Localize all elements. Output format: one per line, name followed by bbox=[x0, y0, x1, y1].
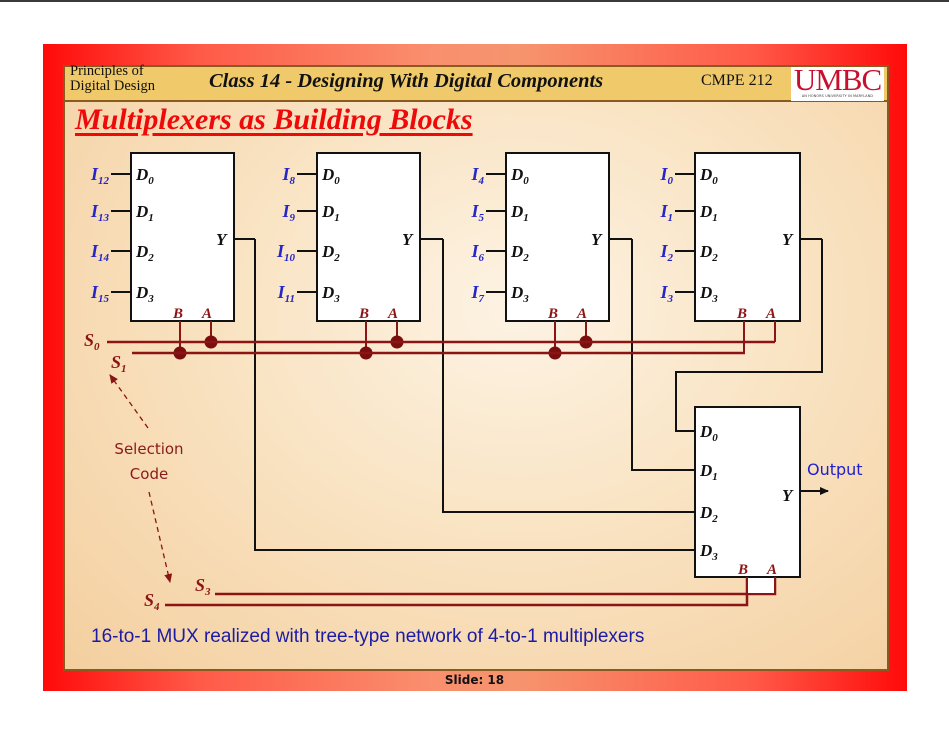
annotation-arrow-up-icon bbox=[109, 374, 149, 429]
data-pin-label: D2 bbox=[135, 242, 154, 264]
annotation-line1: Selection bbox=[114, 440, 183, 458]
input-label: I2 bbox=[659, 241, 673, 264]
data-pin-label: D3 bbox=[510, 283, 529, 305]
input-label: I1 bbox=[659, 201, 673, 224]
input-label: I3 bbox=[659, 282, 673, 305]
mux-box bbox=[316, 152, 421, 322]
output-pin-label: Y bbox=[591, 230, 603, 249]
input-label: I7 bbox=[470, 282, 484, 305]
input-label: I11 bbox=[277, 282, 295, 305]
s4-line bbox=[165, 577, 749, 607]
header-bar bbox=[63, 65, 889, 102]
wire-mux2-to-d2 bbox=[442, 239, 695, 513]
s4-label: S4 bbox=[144, 590, 160, 613]
input-label: I12 bbox=[90, 164, 110, 187]
data-pin-label: D0 bbox=[135, 165, 154, 187]
data-pin-label: D2 bbox=[699, 242, 718, 264]
data-pin-label: D3 bbox=[699, 283, 718, 305]
course-name-line1: Principles of bbox=[70, 63, 144, 79]
select-pin-b-label: B bbox=[358, 306, 369, 322]
select-pin-a-label: A bbox=[576, 306, 587, 322]
data-pin-label: D3 bbox=[321, 283, 340, 305]
select-pin-b-label: B bbox=[172, 306, 183, 322]
input-label: I10 bbox=[276, 241, 296, 264]
slide-caption: 16-to-1 MUX realized with tree-type netw… bbox=[91, 626, 645, 647]
input-label: I0 bbox=[659, 164, 673, 187]
data-pin-label: D0 bbox=[699, 422, 718, 444]
input-label: I13 bbox=[90, 201, 110, 224]
output-pin-label: Y bbox=[402, 230, 414, 249]
output-label: Output bbox=[807, 460, 863, 479]
data-pin-label: D2 bbox=[699, 503, 718, 525]
data-pin-label: D3 bbox=[135, 283, 154, 305]
select-pin-b-label: B bbox=[736, 306, 747, 322]
select-pin-b-label: B bbox=[737, 562, 748, 578]
output-pin-label: Y bbox=[782, 486, 794, 505]
logo-tagline: AN HONORS UNIVERSITY IN MARYLAND bbox=[801, 94, 874, 98]
input-label: I8 bbox=[281, 164, 295, 187]
mux-box bbox=[130, 152, 235, 322]
input-label: I15 bbox=[90, 282, 110, 305]
data-pin-label: D1 bbox=[510, 202, 529, 224]
wire-mux3-to-d1 bbox=[631, 239, 695, 471]
course-name-line2: Digital Design bbox=[70, 78, 155, 94]
course-name: Principles of Digital Design bbox=[70, 64, 155, 94]
course-code: CMPE 212 bbox=[701, 72, 773, 89]
annotation-arrow-down-icon bbox=[148, 491, 173, 583]
data-pin-label: D0 bbox=[321, 165, 340, 187]
data-pin-label: D1 bbox=[321, 202, 340, 224]
mux-box bbox=[694, 406, 801, 578]
s3-line bbox=[215, 577, 777, 596]
data-pin-label: D1 bbox=[699, 202, 718, 224]
logo-text: UMBC bbox=[793, 62, 882, 97]
output-pin-label: Y bbox=[216, 230, 228, 249]
input-label: I14 bbox=[90, 241, 110, 264]
data-pin-label: D0 bbox=[510, 165, 529, 187]
select-layer bbox=[107, 321, 777, 607]
data-pin-label: D0 bbox=[699, 165, 718, 187]
data-pin-label: D2 bbox=[510, 242, 529, 264]
top-border bbox=[0, 0, 949, 2]
class-title: Class 14 - Designing With Digital Compon… bbox=[209, 70, 604, 92]
select-pin-a-label: A bbox=[766, 562, 777, 578]
s0-label: S0 bbox=[84, 330, 100, 353]
wire-mux4-to-d0 bbox=[675, 239, 823, 432]
input-label: I5 bbox=[470, 201, 484, 224]
mux-box bbox=[505, 152, 610, 322]
data-pin-label: D1 bbox=[135, 202, 154, 224]
select-pin-a-label: A bbox=[765, 306, 776, 322]
select-pin-a-label: A bbox=[201, 306, 212, 322]
input-label: I4 bbox=[470, 164, 484, 187]
s1-label: S1 bbox=[111, 352, 127, 375]
umbc-logo: UMBC AN HONORS UNIVERSITY IN MARYLAND bbox=[791, 63, 884, 101]
select-pin-a-label: A bbox=[387, 306, 398, 322]
slide-title: Multiplexers as Building Blocks bbox=[75, 103, 473, 136]
input-label: I9 bbox=[281, 201, 295, 224]
annotation-line2: Code bbox=[130, 465, 168, 483]
select-pin-b-label: B bbox=[547, 306, 558, 322]
data-pin-label: D3 bbox=[699, 541, 718, 563]
slide-number: Slide: 18 bbox=[444, 673, 505, 687]
input-label: I6 bbox=[470, 241, 484, 264]
data-pin-label: D1 bbox=[699, 461, 718, 483]
s3-label: S3 bbox=[195, 575, 211, 598]
select-gap bbox=[748, 578, 774, 593]
output-pin-label: Y bbox=[782, 230, 794, 249]
data-pin-label: D2 bbox=[321, 242, 340, 264]
mux-box bbox=[694, 152, 801, 322]
